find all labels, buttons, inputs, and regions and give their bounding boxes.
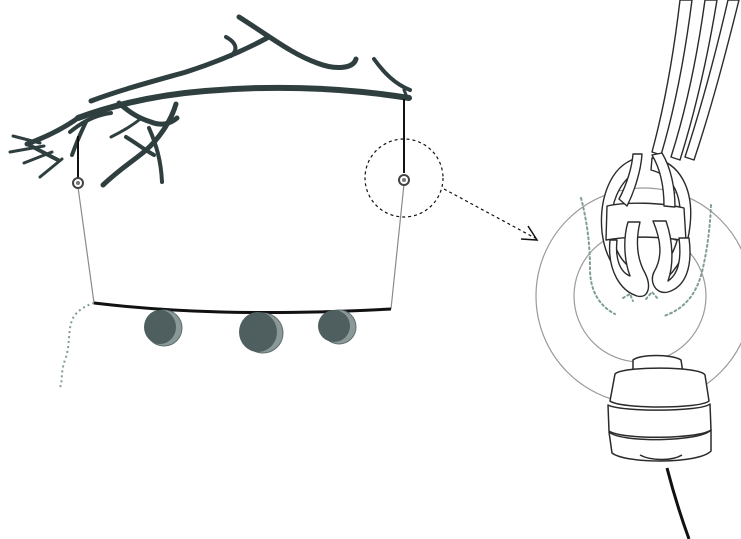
hook-left-icon <box>72 177 84 189</box>
support-lines <box>59 99 405 388</box>
tree-branch-icon <box>8 14 412 188</box>
dotted-guides <box>580 197 712 317</box>
rope-loop-icon <box>600 0 740 298</box>
cable-clamp-icon <box>607 354 712 539</box>
hook-right-icon <box>398 174 410 186</box>
hanging-stones-icon <box>93 301 392 354</box>
zoom-callout-icon <box>364 138 539 241</box>
